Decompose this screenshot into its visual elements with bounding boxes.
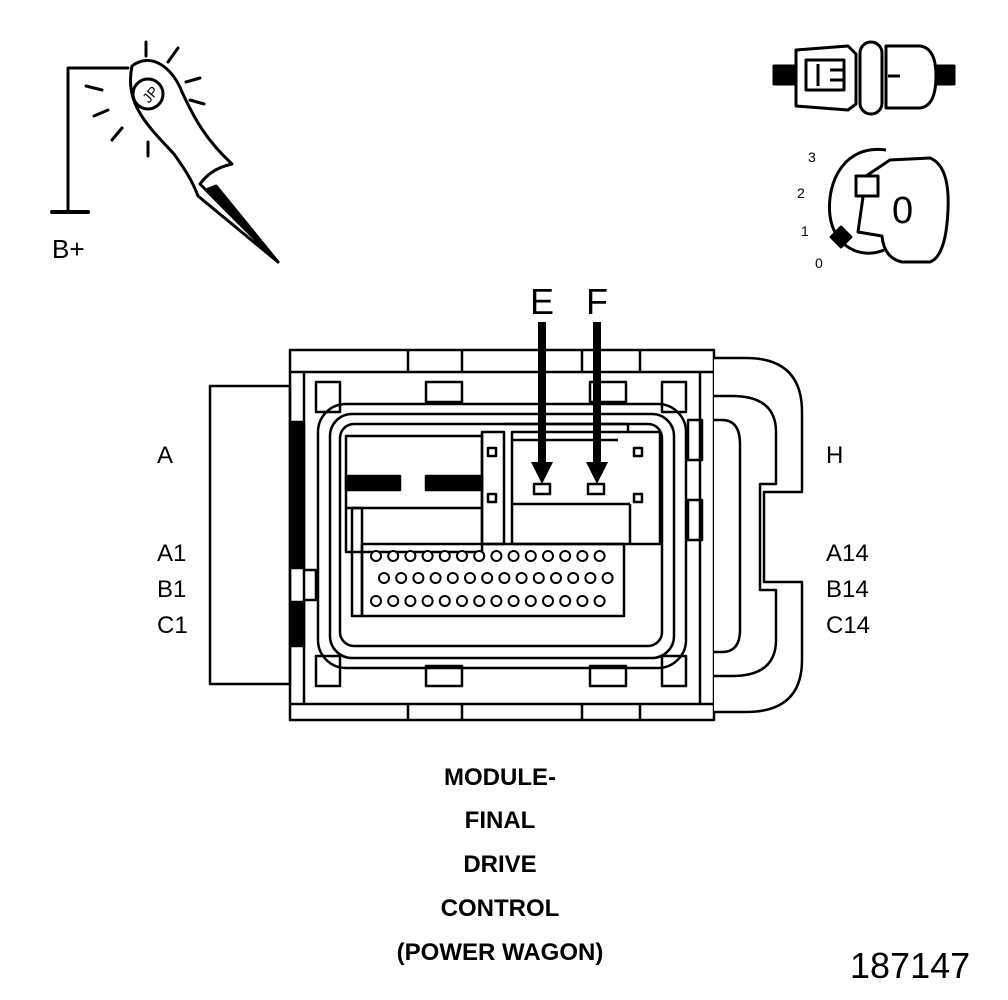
arrow-f (586, 322, 608, 484)
pin-hole (515, 572, 528, 584)
pin-hole (559, 595, 572, 607)
pin-hole (438, 550, 451, 562)
pin-label-b1: B1 (157, 576, 187, 603)
pin-label-c14: C14 (826, 612, 871, 639)
pin-hole (524, 595, 537, 607)
pin-hole (490, 550, 503, 562)
pin-hole (576, 550, 589, 562)
pin-hole (456, 595, 468, 607)
pin-hole (370, 595, 382, 607)
terminal-pins (370, 550, 614, 607)
pin-hole (524, 550, 537, 562)
b-plus-label: B+ (52, 234, 85, 264)
pin-hole (490, 595, 503, 607)
pin-hole (507, 550, 520, 562)
pin-hole (542, 550, 554, 562)
ignition-switch-icon (828, 147, 950, 264)
pin-hole (378, 572, 390, 584)
pin-hole (593, 550, 606, 562)
pin-hole (498, 572, 511, 584)
pin-hole (464, 572, 476, 584)
pin-hole (473, 550, 486, 562)
pin-hole (421, 550, 434, 562)
ignition-position-3: 3 (808, 149, 816, 165)
pin-hole (404, 550, 417, 562)
pin-hole (584, 572, 597, 584)
pin-hole (601, 572, 614, 584)
pin-hole (438, 595, 451, 607)
pin-hole (473, 595, 486, 607)
pin-hole (387, 550, 400, 562)
pin-hole (593, 595, 606, 607)
pin-hole (550, 572, 562, 584)
pin-hole (412, 572, 425, 584)
ignition-position-1: 1 (801, 223, 809, 239)
test-light-probe-icon: JP (50, 40, 280, 264)
caption-line-3: DRIVE (463, 851, 537, 878)
pin-hole (559, 550, 572, 562)
figure-number: 187147 (850, 945, 971, 986)
pin-label-a1: A1 (157, 540, 187, 567)
ignition-key-label: 0 (892, 190, 914, 232)
pin-hole (567, 572, 580, 584)
arrow-f-label: F (586, 281, 608, 322)
arrow-e-label: E (530, 281, 555, 322)
pin-hole (387, 595, 400, 607)
pin-hole (507, 595, 520, 607)
pin-hole (421, 595, 434, 607)
cavity-label-left: A (157, 442, 174, 469)
pin-hole (456, 550, 468, 562)
pin-label-b14: B14 (826, 576, 869, 603)
ignition-position-0: 0 (815, 255, 823, 271)
pin-hole (576, 595, 589, 607)
pin-hole (446, 572, 459, 584)
pin-hole (395, 572, 408, 584)
caption-line-4: CONTROL (440, 895, 560, 922)
caption-line-5: (POWER WAGON) (396, 939, 604, 966)
pin-label-a14: A14 (826, 540, 869, 567)
caption-line-2: FINAL (464, 807, 536, 834)
caption-line-1: MODULE- (444, 764, 556, 791)
connector-body (208, 348, 716, 722)
pin-hole (532, 572, 545, 584)
ignition-position-2: 2 (797, 185, 805, 201)
pin-hole (404, 595, 417, 607)
pin-label-c1: C1 (157, 612, 188, 639)
pin-hole (542, 595, 554, 607)
arrow-e (531, 322, 553, 484)
connector-latch (714, 356, 804, 714)
cavity-label-right: H (826, 442, 844, 469)
disconnected-connector-icon (772, 40, 956, 116)
pin-hole (370, 550, 382, 562)
pin-hole (429, 572, 442, 584)
pin-hole (481, 572, 494, 584)
